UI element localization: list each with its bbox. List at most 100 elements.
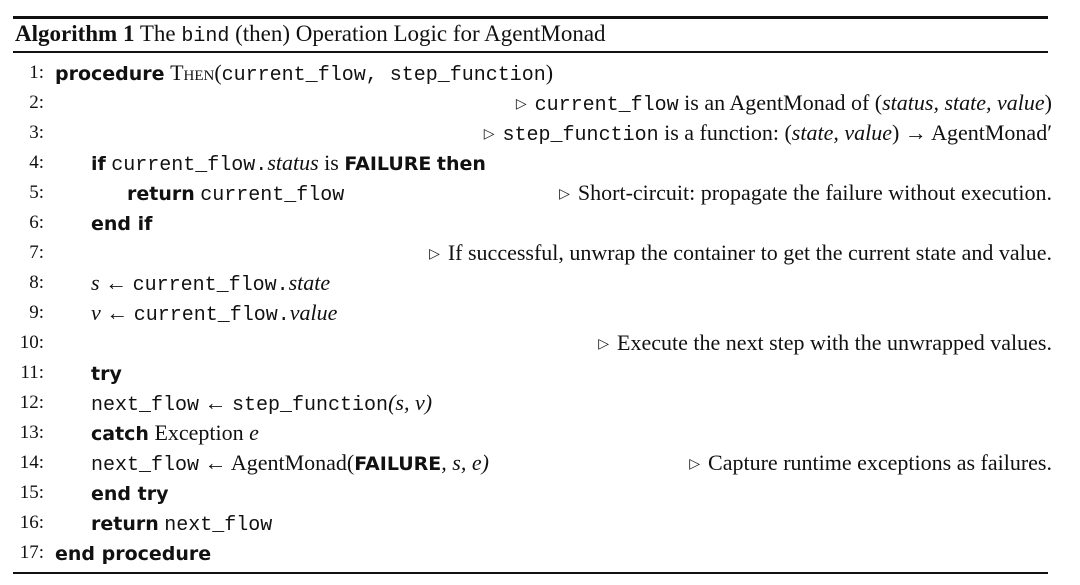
keyword: end if bbox=[91, 213, 153, 235]
keyword: try bbox=[91, 363, 122, 385]
code: step_function bbox=[232, 394, 389, 417]
code: next_flow bbox=[164, 514, 273, 537]
variable: s bbox=[91, 270, 100, 295]
comment: ▷ Execute the next step with the unwrappe… bbox=[598, 328, 1052, 362]
procedure-name: Then bbox=[170, 60, 215, 85]
comment-triangle-icon: ▷ bbox=[515, 97, 527, 112]
algo-line-6: 6: end if bbox=[0, 208, 1080, 238]
assign-arrow: ← bbox=[100, 300, 134, 325]
procedure-args: current_flow, step_function bbox=[221, 64, 546, 87]
keyword: procedure bbox=[55, 63, 165, 85]
algo-line-12: 12: next_flow ← step_function(s, v) bbox=[0, 388, 1080, 418]
comment: ▷ If successful, unwrap the container to … bbox=[429, 238, 1052, 272]
algo-line-4: 4: if current_flow.status is FAILURE the… bbox=[0, 148, 1080, 178]
line-number: 1: bbox=[29, 62, 44, 83]
keyword: then bbox=[436, 153, 486, 175]
algo-line-11: 11: try bbox=[0, 358, 1080, 388]
algo-line-15: 15: end try bbox=[0, 478, 1080, 508]
line-number: 13: bbox=[19, 422, 44, 443]
comment-code: current_flow bbox=[534, 94, 679, 117]
variable: v bbox=[91, 300, 101, 325]
comment: ▷ current_flow is an AgentMonad of (statu… bbox=[516, 88, 1052, 122]
code: next_flow bbox=[91, 394, 200, 417]
line-number: 9: bbox=[29, 302, 44, 323]
keyword: return bbox=[127, 183, 195, 205]
line-number: 14: bbox=[19, 452, 44, 473]
bottom-rule bbox=[13, 572, 1048, 574]
comment-triangle-icon: ▷ bbox=[689, 457, 701, 472]
line-number: 5: bbox=[29, 182, 44, 203]
code: current_flow bbox=[200, 184, 345, 207]
comment-triangle-icon: ▷ bbox=[598, 337, 610, 352]
code: next_flow bbox=[91, 454, 200, 477]
text: is bbox=[318, 150, 345, 175]
algo-line-14: 14: next_flow ← AgentMonad(FAILURE, s, e… bbox=[0, 448, 1080, 478]
algorithm-caption: Algorithm 1 The bind (then) Operation Lo… bbox=[15, 19, 606, 49]
comment: ▷ Short-circuit: propagate the failure wi… bbox=[559, 178, 1052, 212]
comment-math: status, state, value bbox=[882, 90, 1045, 115]
comment-triangle-icon: ▷ bbox=[483, 127, 495, 142]
algo-line-1: 1: procedure Then(current_flow, step_fun… bbox=[0, 58, 1080, 88]
caption-text-rest: (then) Operation Logic for AgentMonad bbox=[235, 21, 606, 46]
text: AgentMonad( bbox=[230, 450, 355, 475]
line-number: 2: bbox=[29, 92, 44, 113]
comment-text: ) bbox=[1044, 90, 1052, 115]
algo-line-8: 8: s ← current_flow.state bbox=[0, 268, 1080, 298]
line-number: 11: bbox=[20, 362, 44, 383]
comment-text: If successful, unwrap the container to g… bbox=[447, 240, 1052, 265]
comment-text: is an AgentMonad of ( bbox=[678, 90, 883, 115]
line-number: 8: bbox=[29, 272, 44, 293]
comment-code: step_function bbox=[502, 124, 659, 147]
algo-line-13: 13: catch Exception e bbox=[0, 418, 1080, 448]
args: , s, e) bbox=[441, 450, 489, 475]
algo-line-3: 3: ▷step_function is a function: (state,… bbox=[0, 118, 1080, 148]
keyword: catch bbox=[91, 423, 149, 445]
line-number: 10: bbox=[19, 332, 44, 353]
algo-line-2: 2: ▷ current_flow is an AgentMonad of (st… bbox=[0, 88, 1080, 118]
assign-arrow: ← bbox=[99, 270, 133, 295]
field: value bbox=[289, 300, 338, 325]
algo-line-9: 9: v ← current_flow.value bbox=[0, 298, 1080, 328]
paren: ) bbox=[545, 60, 554, 85]
comment-text: Short-circuit: propagate the failure wit… bbox=[577, 180, 1052, 205]
keyword: end procedure bbox=[55, 543, 212, 565]
line-number: 17: bbox=[19, 542, 44, 563]
algo-line-5: 5: return current_flow ▷ Short-circuit: p… bbox=[0, 178, 1080, 208]
comment: ▷step_function is a function: (state, va… bbox=[484, 118, 1052, 152]
code: current_flow. bbox=[133, 304, 290, 327]
args: (s, v) bbox=[388, 390, 433, 415]
assign-arrow: ← bbox=[199, 390, 233, 415]
line-number: 15: bbox=[19, 482, 44, 503]
line-number: 4: bbox=[29, 152, 44, 173]
caption-rule bbox=[13, 51, 1048, 53]
line-number: 7: bbox=[29, 242, 44, 263]
algo-line-17: 17: end procedure bbox=[0, 538, 1080, 568]
caption-code: bind bbox=[181, 25, 230, 48]
field: state bbox=[288, 270, 331, 295]
code: current_flow. bbox=[132, 274, 289, 297]
caption-text: The bbox=[139, 21, 176, 46]
keyword: if bbox=[91, 153, 106, 175]
field: status bbox=[267, 150, 319, 175]
keyword: end try bbox=[91, 483, 169, 505]
text: Exception bbox=[148, 420, 250, 445]
keyword: FAILURE bbox=[344, 153, 432, 175]
comment-text: Capture runtime exceptions as failures. bbox=[708, 450, 1052, 475]
line-number: 16: bbox=[19, 512, 44, 533]
line-number: 12: bbox=[19, 392, 44, 413]
comment-text: ) → AgentMonad′ bbox=[891, 120, 1052, 145]
code: current_flow. bbox=[111, 154, 268, 177]
algo-line-7: 7: ▷ If successful, unwrap the container … bbox=[0, 238, 1080, 268]
line-number: 6: bbox=[29, 212, 44, 233]
top-rule bbox=[13, 16, 1048, 19]
line-number: 3: bbox=[29, 122, 44, 143]
comment: ▷ Capture runtime exceptions as failures. bbox=[689, 448, 1052, 482]
paren: ( bbox=[214, 60, 222, 85]
comment-text: Execute the next step with the unwrapped… bbox=[617, 330, 1052, 355]
comment-math: state, value bbox=[791, 120, 892, 145]
algorithm-label: Algorithm 1 bbox=[15, 21, 135, 46]
algo-line-16: 16: return next_flow bbox=[0, 508, 1080, 538]
comment-triangle-icon: ▷ bbox=[559, 187, 570, 202]
comment-triangle-icon: ▷ bbox=[429, 247, 440, 262]
assign-arrow: ← bbox=[199, 450, 231, 475]
